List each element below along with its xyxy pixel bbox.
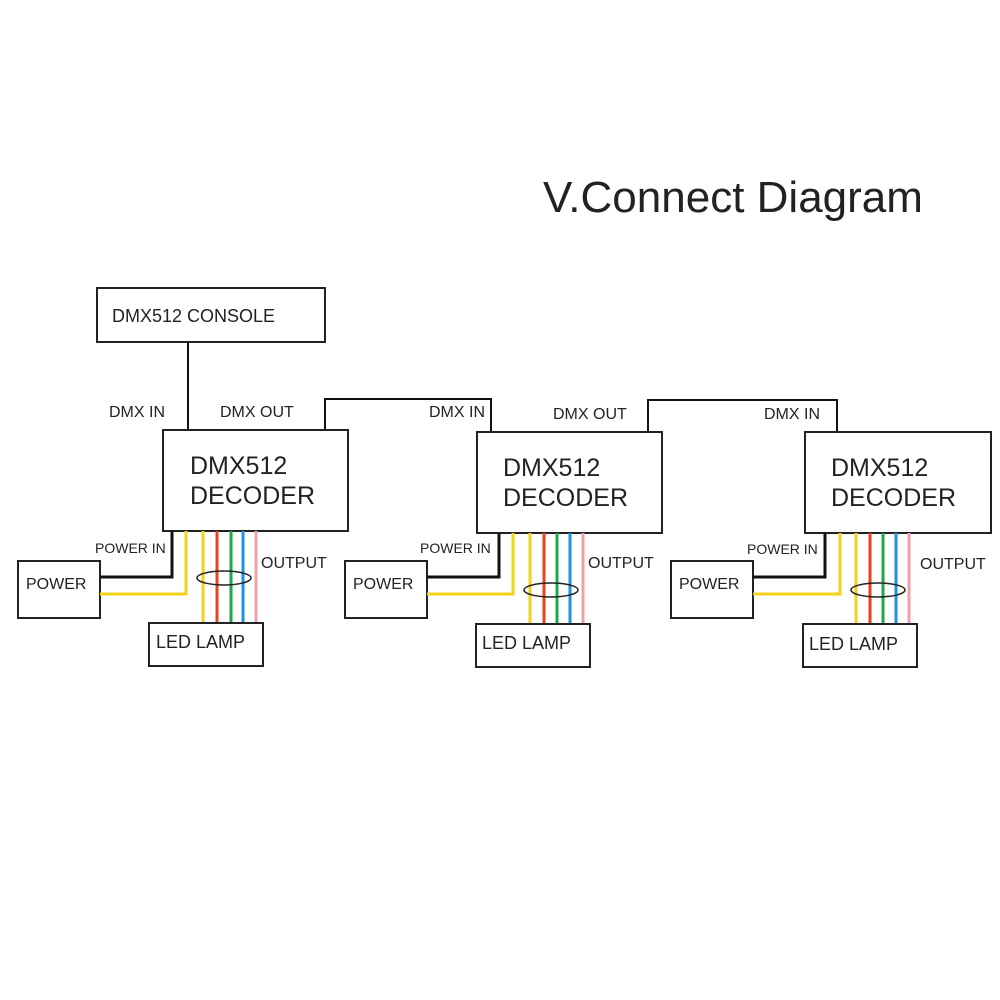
power-in-label: POWER IN <box>95 540 166 556</box>
output-label: OUTPUT <box>920 556 986 573</box>
console-label: DMX512 CONSOLE <box>112 306 275 326</box>
decoder-box <box>162 429 349 532</box>
output-label: OUTPUT <box>588 555 654 572</box>
cable-bundle-ring <box>196 570 252 586</box>
led-lamp-box <box>475 623 591 668</box>
decoder-title-line2: DECODER <box>190 482 315 510</box>
power-box <box>17 560 101 619</box>
power-yellow-wire <box>100 531 188 596</box>
led-lamp-label: LED LAMP <box>482 633 571 653</box>
output-label: OUTPUT <box>261 555 327 572</box>
power-black-wire <box>753 533 827 579</box>
led-lamp-label: LED LAMP <box>156 632 245 652</box>
power-black-wire <box>427 533 501 579</box>
dmx-in-label: DMX IN <box>429 404 485 421</box>
led-lamp-label: LED LAMP <box>809 634 898 654</box>
dmx-link-cable-2 <box>647 399 838 432</box>
power-yellow-wire <box>753 533 842 596</box>
decoder-box <box>476 431 663 534</box>
power-black-wire <box>100 531 174 579</box>
power-in-label: POWER IN <box>420 540 491 556</box>
cable-bundle-ring <box>523 582 579 598</box>
dmx-out-label: DMX OUT <box>553 406 627 423</box>
dmx-out-label: DMX OUT <box>220 404 294 421</box>
power-label: POWER <box>353 576 413 593</box>
decoder-unit-2: DMX IN DMX OUT DMX512 DECODER POWER IN O… <box>344 404 663 668</box>
cable-bundle-ring <box>850 582 906 598</box>
led-lamp-box <box>148 622 264 667</box>
decoder-title-line2: DECODER <box>503 484 628 512</box>
decoder-title-line1: DMX512 <box>503 454 600 482</box>
decoder-title-line2: DECODER <box>831 484 956 512</box>
power-yellow-wire <box>427 533 515 596</box>
power-in-label: POWER IN <box>747 541 818 557</box>
decoder-title-line1: DMX512 <box>831 454 928 482</box>
decoder-unit-3: DMX IN DMX512 DECODER POWER IN OUTPUT PO… <box>670 406 992 668</box>
led-lamp-box <box>802 623 918 668</box>
diagram-title: V.Connect Diagram <box>543 173 923 222</box>
decoder-title-line1: DMX512 <box>190 452 287 480</box>
dmx-link-cable-1 <box>324 398 492 432</box>
console-box <box>96 287 326 343</box>
decoder-unit-1: DMX IN DMX OUT DMX512 DECODER POWER IN O… <box>17 404 349 667</box>
power-box <box>670 560 754 619</box>
power-label: POWER <box>26 576 86 593</box>
decoder-box <box>804 431 992 534</box>
power-box <box>344 560 428 619</box>
dmx-in-label: DMX IN <box>109 404 165 421</box>
power-label: POWER <box>679 576 739 593</box>
dmx-in-label: DMX IN <box>764 406 820 423</box>
